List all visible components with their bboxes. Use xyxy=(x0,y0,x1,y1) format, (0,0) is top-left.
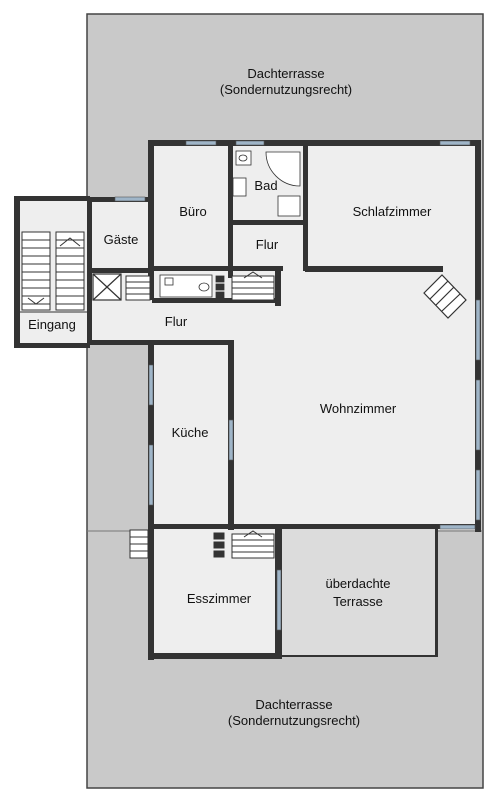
label-wohnzimmer: Wohnzimmer xyxy=(320,401,397,416)
label-flur-upper: Flur xyxy=(256,237,279,252)
staircase-wohnzimmer xyxy=(423,274,467,319)
label-gaeste: Gäste xyxy=(104,232,139,247)
label-bad: Bad xyxy=(254,178,277,193)
label-esszimmer: Esszimmer xyxy=(187,591,252,606)
label-covered-terrace-line2: Terrasse xyxy=(333,594,383,609)
label-flur-main: Flur xyxy=(165,314,188,329)
wc-fixtures xyxy=(159,274,225,299)
staircase-wc xyxy=(125,275,151,301)
shaft-box xyxy=(92,273,122,301)
windows xyxy=(114,140,481,631)
label-roof-terrace-top-note: (Sondernutzungsrecht) xyxy=(220,82,352,97)
bathroom-fixtures xyxy=(232,150,301,217)
covered-terrace-area xyxy=(280,527,437,655)
staircase-eingang xyxy=(20,231,88,313)
label-roof-terrace-bottom: Dachterrasse xyxy=(255,697,332,712)
label-covered-terrace-line1: überdachte xyxy=(325,576,390,591)
label-kueche: Küche xyxy=(172,425,209,440)
label-roof-terrace-top: Dachterrasse xyxy=(247,66,324,81)
label-roof-terrace-bottom-note: (Sondernutzungsrecht) xyxy=(228,713,360,728)
label-eingang: Eingang xyxy=(28,317,76,332)
staircase-outside xyxy=(129,529,149,559)
label-buero: Büro xyxy=(179,204,206,219)
label-schlafzimmer: Schlafzimmer xyxy=(353,204,432,219)
staircase-flur xyxy=(231,271,275,301)
staircase-terrace xyxy=(213,530,275,559)
